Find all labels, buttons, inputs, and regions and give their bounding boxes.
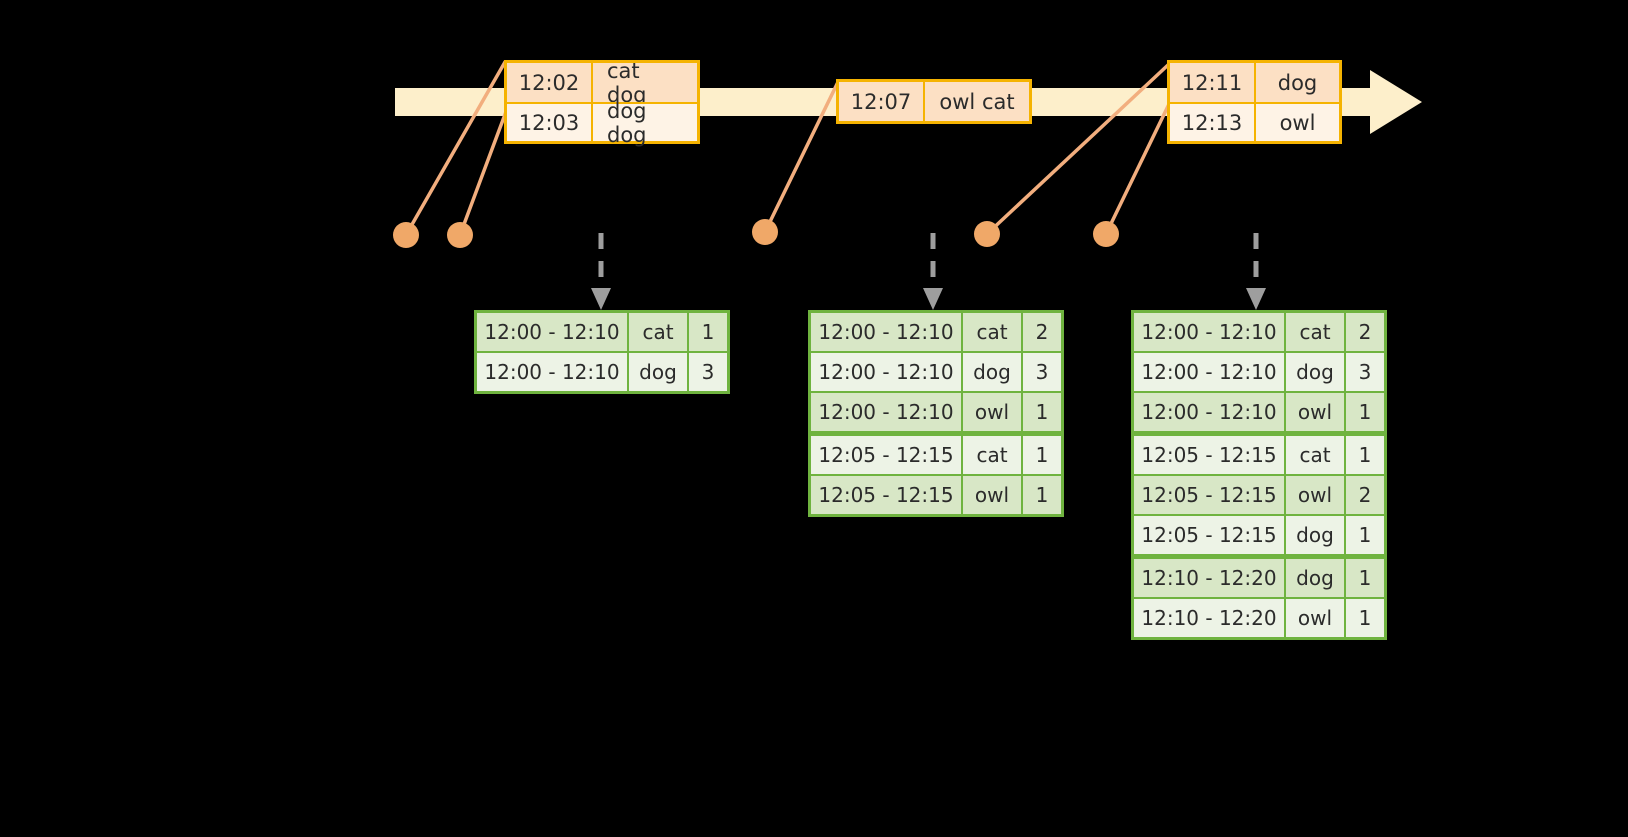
- key-cell: owl: [963, 393, 1021, 431]
- event-timestamp: 12:11: [1170, 63, 1256, 102]
- window-interval-cell: 12:00 - 12:10: [1134, 313, 1284, 351]
- timeline-event-box: 12:02 cat dog 12:03 dog dog: [504, 58, 700, 147]
- key-cell: dog: [629, 353, 687, 391]
- key-cell: dog: [1286, 516, 1344, 554]
- count-cell: 1: [1346, 599, 1384, 637]
- count-cell: 1: [1023, 436, 1061, 474]
- window-interval-cell: 12:00 - 12:10: [811, 313, 961, 351]
- window-interval-cell: 12:05 - 12:15: [811, 476, 961, 514]
- count-cell: 1: [1346, 516, 1384, 554]
- timeline-event-row: 12:13 owl: [1170, 102, 1339, 141]
- key-cell: owl: [963, 476, 1021, 514]
- key-cell: cat: [629, 313, 687, 351]
- flow-arrow-1-head: [591, 288, 611, 310]
- count-cell: 1: [1023, 476, 1061, 514]
- key-cell: dog: [1286, 353, 1344, 391]
- event-timestamp: 12:03: [507, 104, 593, 141]
- timeline-event-row: 12:02 cat dog: [507, 58, 697, 107]
- window-interval-cell: 12:00 - 12:10: [477, 313, 627, 351]
- event-payload: cat dog: [607, 58, 647, 107]
- event-dots: [393, 219, 1119, 248]
- count-cell: 1: [1346, 393, 1384, 431]
- key-cell: dog: [1286, 559, 1344, 597]
- count-cell: 1: [1346, 436, 1384, 474]
- key-cell: cat: [963, 436, 1021, 474]
- window-interval-cell: 12:00 - 12:10: [1134, 393, 1284, 431]
- window-interval-cell: 12:10 - 12:20: [1134, 599, 1284, 637]
- event-timestamp: 12:02: [507, 63, 593, 102]
- flow-arrows: [591, 233, 1266, 310]
- event-payload: owl cat: [939, 89, 1015, 114]
- event-payload: dog: [1277, 70, 1318, 95]
- key-cell: owl: [1286, 476, 1344, 514]
- timeline-event-row: 12:07 owl cat: [839, 82, 1029, 121]
- flow-arrow-2-head: [923, 288, 943, 310]
- window-interval-cell: 12:05 - 12:15: [811, 436, 961, 474]
- event-timestamp: 12:07: [839, 82, 925, 121]
- connector-1203: [458, 99, 512, 237]
- dot-1203: [447, 222, 473, 248]
- dot-1207: [752, 219, 778, 245]
- timeline-event-box: 12:07 owl cat: [836, 79, 1032, 124]
- connector-1202: [404, 60, 507, 237]
- count-cell: 1: [1023, 393, 1061, 431]
- count-cell: 3: [1023, 353, 1061, 391]
- count-cell: 3: [689, 353, 727, 391]
- window-interval-cell: 12:05 - 12:15: [1134, 436, 1284, 474]
- count-cell: 1: [1346, 559, 1384, 597]
- key-cell: dog: [963, 353, 1021, 391]
- flow-arrow-3-head: [1246, 288, 1266, 310]
- timeline-event-row: 12:11 dog: [1170, 63, 1339, 102]
- connector-1213: [1104, 100, 1172, 236]
- key-cell: owl: [1286, 393, 1344, 431]
- window-interval-cell: 12:00 - 12:10: [1134, 353, 1284, 391]
- key-cell: owl: [1286, 599, 1344, 637]
- dot-1202: [393, 222, 419, 248]
- window-interval-cell: 12:00 - 12:10: [811, 393, 961, 431]
- count-cell: 3: [1346, 353, 1384, 391]
- key-cell: cat: [1286, 436, 1344, 474]
- timeline-event-box: 12:11 dog 12:13 owl: [1167, 60, 1342, 144]
- timeline-event-row: 12:03 dog dog: [507, 98, 697, 147]
- dot-1211: [974, 221, 1000, 247]
- window-interval-cell: 12:00 - 12:10: [477, 353, 627, 391]
- window-interval-cell: 12:00 - 12:10: [811, 353, 961, 391]
- count-cell: 2: [1346, 476, 1384, 514]
- count-cell: 2: [1346, 313, 1384, 351]
- window-interval-cell: 12:05 - 12:15: [1134, 476, 1284, 514]
- window-interval-cell: 12:05 - 12:15: [1134, 516, 1284, 554]
- dot-1213: [1093, 221, 1119, 247]
- count-cell: 1: [689, 313, 727, 351]
- window-interval-cell: 12:10 - 12:20: [1134, 559, 1284, 597]
- event-payload: owl: [1279, 110, 1316, 135]
- event-payload: dog dog: [607, 98, 647, 147]
- connector-1207: [763, 80, 840, 234]
- count-cell: 2: [1023, 313, 1061, 351]
- key-cell: cat: [1286, 313, 1344, 351]
- key-cell: cat: [963, 313, 1021, 351]
- event-timestamp: 12:13: [1170, 104, 1256, 141]
